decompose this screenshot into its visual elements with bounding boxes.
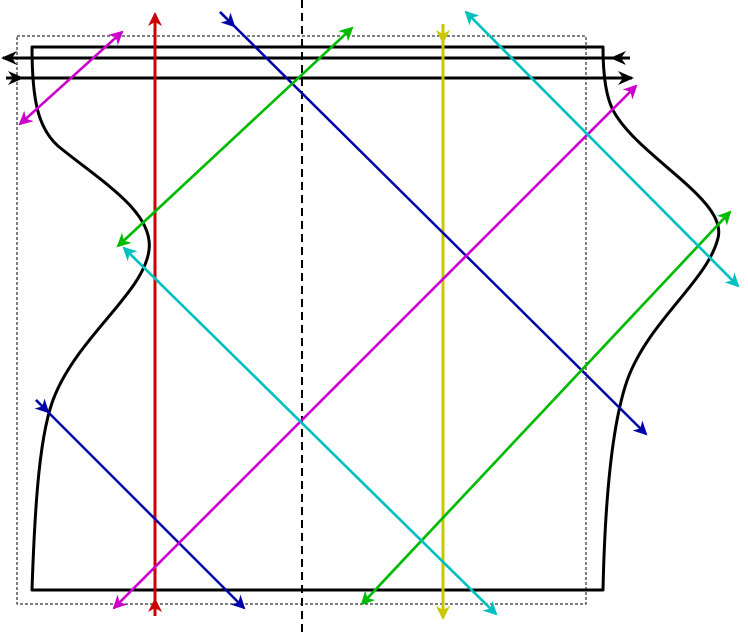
ray-blue-upper-tail <box>219 11 236 28</box>
ray-blue-upper <box>219 11 648 436</box>
ray-cyan-upper-tail <box>465 11 740 288</box>
ray-magenta-long-tail <box>112 85 637 610</box>
ray-green-lower-tail <box>360 211 731 606</box>
ray-blue-lower <box>35 399 246 610</box>
ray-magenta-short-tail <box>19 30 124 125</box>
outline-shape <box>30 45 721 592</box>
ray-green-upper-tail <box>116 27 353 248</box>
ray-cyan-lower-tail <box>122 246 497 615</box>
ray-blue-lower-tail <box>34 398 50 414</box>
